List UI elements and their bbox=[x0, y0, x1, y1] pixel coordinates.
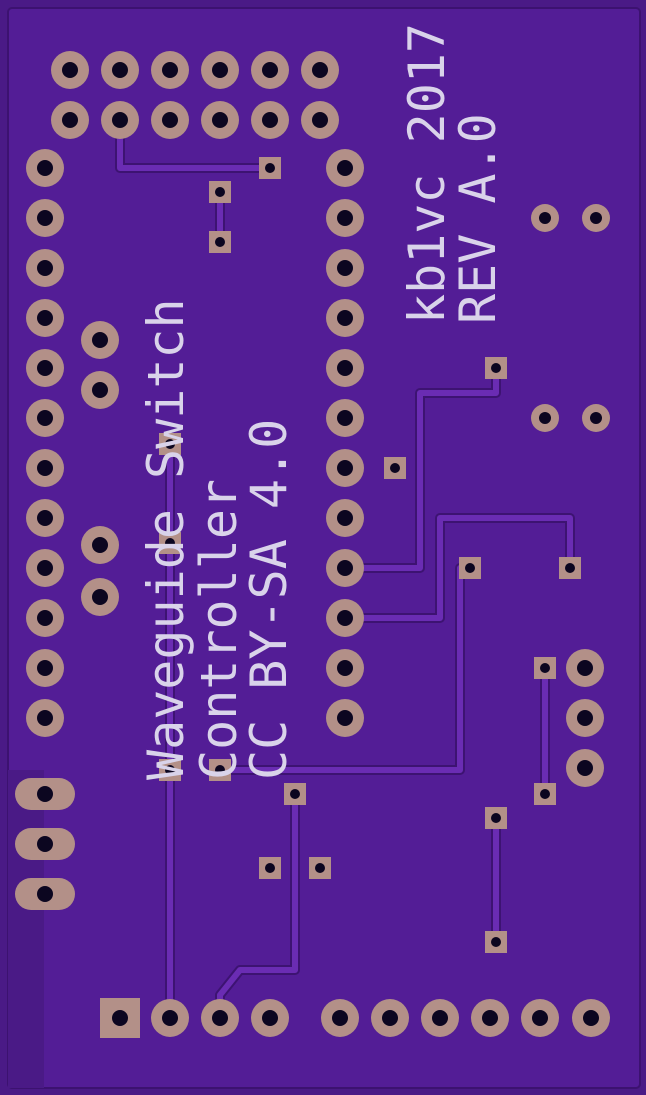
via-pad bbox=[309, 857, 331, 879]
header-pad bbox=[301, 51, 339, 89]
header-pad bbox=[251, 101, 289, 139]
mcu-left-pad bbox=[26, 199, 64, 237]
via-pad bbox=[384, 457, 406, 479]
mcu-right-pad bbox=[326, 649, 364, 687]
test-pad bbox=[531, 404, 559, 432]
mcu-left-pad bbox=[26, 649, 64, 687]
header-pad bbox=[201, 51, 239, 89]
mcu-left-pad bbox=[26, 449, 64, 487]
bottom-header-pad bbox=[572, 999, 610, 1037]
bottom-connector-pad bbox=[151, 999, 189, 1037]
header-pad bbox=[151, 51, 189, 89]
mcu-left-pad bbox=[26, 399, 64, 437]
via-pad bbox=[459, 557, 481, 579]
connector-oval-pad bbox=[15, 778, 75, 810]
via-pad bbox=[159, 433, 181, 455]
via-pad bbox=[159, 532, 181, 554]
via-pad bbox=[209, 759, 231, 781]
regulator-pad bbox=[566, 699, 604, 737]
via-pad bbox=[259, 157, 281, 179]
test-pad bbox=[531, 204, 559, 232]
mcu-right-pad bbox=[326, 449, 364, 487]
via-pad bbox=[559, 557, 581, 579]
mcu-left-pad bbox=[26, 499, 64, 537]
mcu-right-pad bbox=[326, 699, 364, 737]
connector-oval-pad bbox=[15, 878, 75, 910]
ground-pour-left bbox=[8, 770, 44, 1088]
silk-title-line-1: Waveguide Switch bbox=[137, 298, 195, 780]
via-pad bbox=[284, 783, 306, 805]
test-pad bbox=[582, 404, 610, 432]
via-pad bbox=[485, 357, 507, 379]
bottom-header-pad bbox=[421, 999, 459, 1037]
via-pad bbox=[209, 231, 231, 253]
via-pad bbox=[259, 857, 281, 879]
mcu-right-pad bbox=[326, 599, 364, 637]
mcu-left-pad bbox=[26, 149, 64, 187]
bottom-connector-pad bbox=[201, 999, 239, 1037]
via-pad bbox=[485, 807, 507, 829]
mcu-right-pad bbox=[326, 549, 364, 587]
pads-layer bbox=[15, 51, 610, 1038]
mcu-right-pad bbox=[326, 499, 364, 537]
bottom-header-pad bbox=[471, 999, 509, 1037]
inner-pad bbox=[81, 371, 119, 409]
via-pad bbox=[534, 783, 556, 805]
bottom-header-pad bbox=[321, 999, 359, 1037]
mcu-right-pad bbox=[326, 149, 364, 187]
bottom-header-pad bbox=[371, 999, 409, 1037]
silk-title-line-2: Controller bbox=[190, 479, 248, 780]
regulator-pad bbox=[566, 749, 604, 787]
header-pad bbox=[151, 101, 189, 139]
mcu-right-pad bbox=[326, 399, 364, 437]
mcu-right-pad bbox=[326, 299, 364, 337]
header-pad bbox=[101, 51, 139, 89]
via-pad bbox=[485, 931, 507, 953]
via-pad bbox=[534, 657, 556, 679]
bottom-connector-pad-1 bbox=[100, 998, 140, 1038]
bottom-header-pad bbox=[521, 999, 559, 1037]
mcu-right-pad bbox=[326, 249, 364, 287]
header-pad bbox=[51, 51, 89, 89]
bottom-connector-pad bbox=[251, 999, 289, 1037]
via-pad bbox=[159, 759, 181, 781]
connector-oval-pad bbox=[15, 828, 75, 860]
mcu-left-pad bbox=[26, 549, 64, 587]
mcu-left-pad bbox=[26, 599, 64, 637]
header-pad bbox=[51, 101, 89, 139]
header-pad bbox=[101, 101, 139, 139]
mcu-left-pad bbox=[26, 349, 64, 387]
mcu-left-pad bbox=[26, 249, 64, 287]
silk-license-line: CC BY-SA 4.0 bbox=[240, 419, 298, 780]
silkscreen-layer: Waveguide Switch Controller CC BY-SA 4.0… bbox=[137, 23, 507, 780]
silk-author-line: kb1vc 2017 bbox=[398, 23, 456, 324]
mcu-right-pad bbox=[326, 349, 364, 387]
silk-revision-line: REV A.0 bbox=[449, 113, 507, 324]
via-pad bbox=[209, 181, 231, 203]
mcu-left-pad bbox=[26, 699, 64, 737]
mcu-right-pad bbox=[326, 199, 364, 237]
inner-pad bbox=[81, 578, 119, 616]
test-pad bbox=[582, 204, 610, 232]
inner-pad bbox=[81, 526, 119, 564]
header-pad bbox=[251, 51, 289, 89]
mcu-left-pad bbox=[26, 299, 64, 337]
header-pad bbox=[201, 101, 239, 139]
inner-pad bbox=[81, 321, 119, 359]
regulator-pad bbox=[566, 649, 604, 687]
header-pad bbox=[301, 101, 339, 139]
